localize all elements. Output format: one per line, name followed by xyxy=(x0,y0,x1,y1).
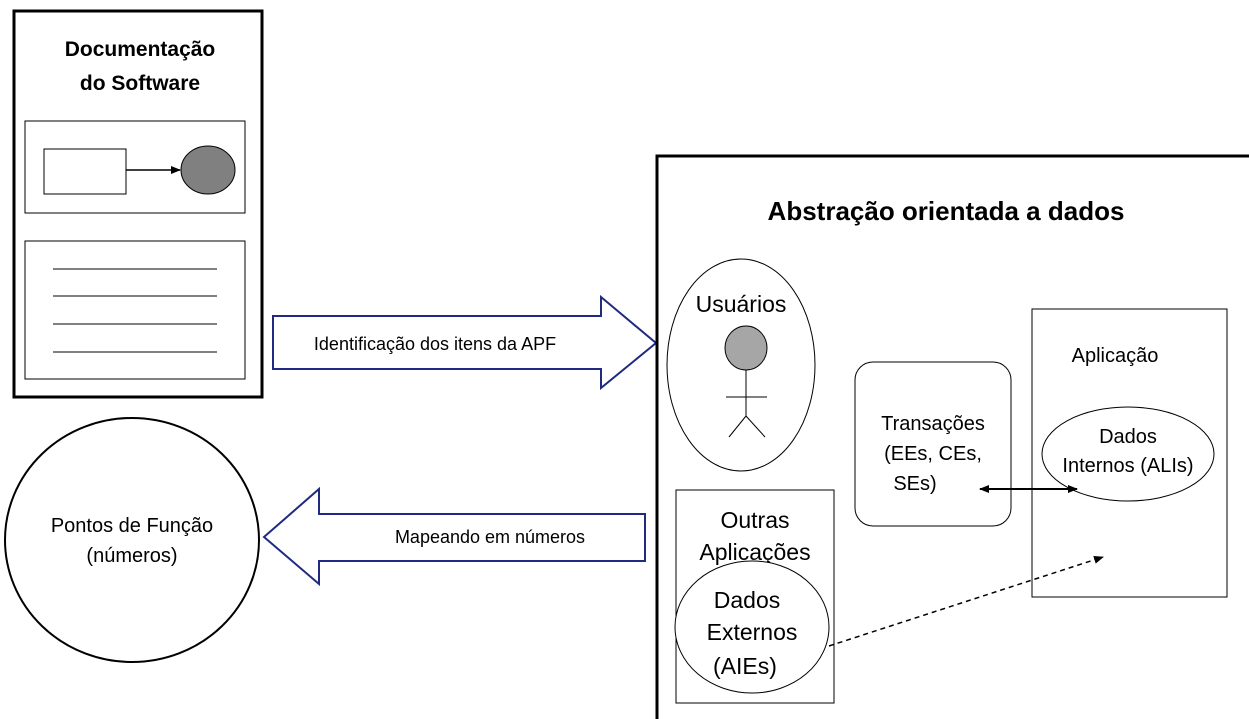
transactions-line2: (EEs, CEs, xyxy=(884,443,982,465)
external-data-line3: (AIEs) xyxy=(713,653,777,679)
other-apps-line1: Outras xyxy=(720,507,789,533)
other-applications-box: Outras Aplicações Dados Externos (AIEs) xyxy=(674,489,835,704)
external-data-line1: Dados xyxy=(714,587,780,613)
transactions-box: Transações (EEs, CEs, SEs) xyxy=(854,361,1012,527)
function-points-line2: (números) xyxy=(86,545,177,567)
external-data-ellipse: Dados Externos (AIEs) xyxy=(674,560,830,694)
function-points-line1: Pontos de Função xyxy=(51,515,213,537)
users-label: Usuários xyxy=(696,291,787,317)
transactions-line1: Transações xyxy=(881,413,985,435)
internal-data-line2: Internos (ALIs) xyxy=(1062,455,1193,477)
software-documentation-panel: Documentação do Software xyxy=(12,9,264,399)
transactions-line3: SEs) xyxy=(893,473,936,495)
application-label: Aplicação xyxy=(1072,345,1159,367)
identification-arrow-label: Identificação dos itens da APF xyxy=(314,334,556,354)
doc-box-icon xyxy=(43,148,127,195)
data-abstraction-box: Abstração orientada a dados Usuários Tra… xyxy=(655,154,1249,719)
doc-text-lines xyxy=(24,240,246,380)
doc-title-line1: Documentação xyxy=(65,38,216,61)
application-box: Aplicação Dados Internos (ALIs) xyxy=(1031,308,1228,598)
internal-data-ellipse: Dados Internos (ALIs) xyxy=(1041,406,1215,502)
function-points-circle: Pontos de Função (números) xyxy=(4,417,260,663)
internal-data-line1: Dados xyxy=(1099,426,1157,448)
mapping-arrow: Mapeando em números xyxy=(262,486,646,587)
users-ellipse: Usuários xyxy=(666,258,816,472)
abstraction-title: Abstração orientada a dados xyxy=(768,196,1125,226)
user-actor-icon xyxy=(724,325,768,438)
identification-arrow: Identificação dos itens da APF xyxy=(272,294,658,391)
doc-mini-diagram xyxy=(24,120,246,214)
external-data-line2: Externos xyxy=(707,619,798,645)
external-to-application-link xyxy=(828,555,1104,647)
mapping-arrow-label: Mapeando em números xyxy=(395,527,585,547)
doc-circle-icon xyxy=(180,145,236,195)
doc-title-line2: do Software xyxy=(80,72,200,95)
